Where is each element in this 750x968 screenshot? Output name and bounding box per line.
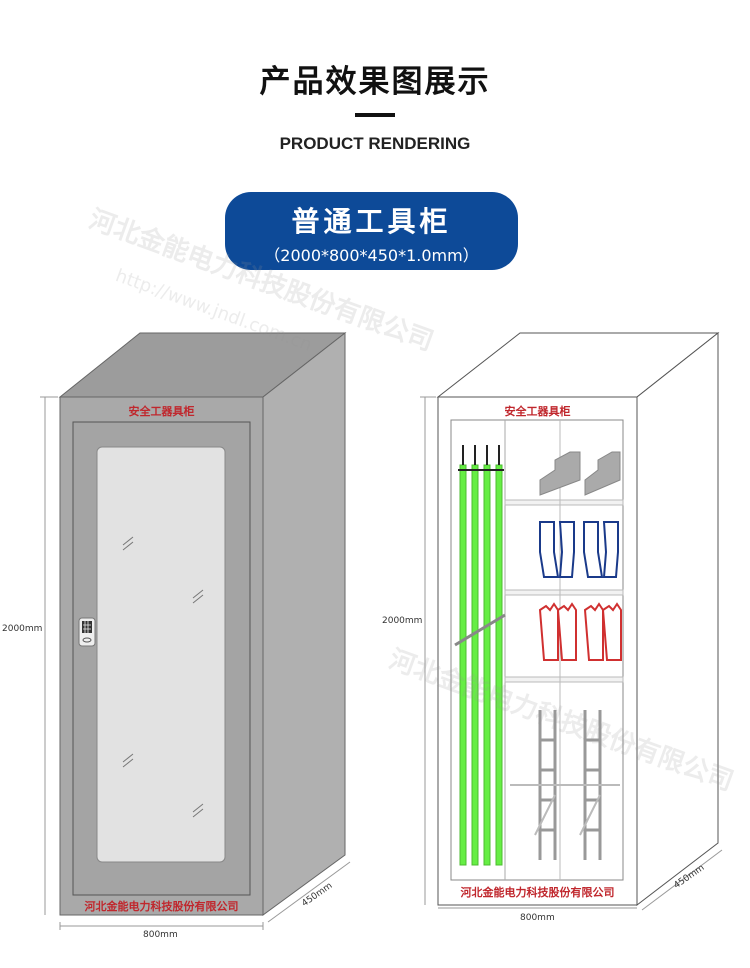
product-badge: 普通工具柜 （2000*800*450*1.0mm） xyxy=(225,192,518,270)
product-spec: （2000*800*450*1.0mm） xyxy=(264,246,479,265)
keypad-lock-icon xyxy=(78,617,96,647)
right-width-dim: 800mm xyxy=(520,913,555,923)
left-cabinet xyxy=(40,331,351,930)
page-title: 产品效果图展示 xyxy=(259,64,491,100)
insulated-gloves-icon xyxy=(538,602,622,661)
product-name: 普通工具柜 xyxy=(291,205,452,238)
page-subtitle: PRODUCT RENDERING xyxy=(279,134,471,153)
left-height-dim: 2000mm xyxy=(2,624,43,634)
step-stool-icon xyxy=(539,451,621,496)
title-underline xyxy=(355,113,395,117)
right-cabinet xyxy=(420,331,723,911)
left-cabinet-company: 河北金能电力科技股份有限公司 xyxy=(84,900,239,913)
insulated-boots-icon xyxy=(539,521,619,578)
right-height-dim: 2000mm xyxy=(382,616,423,626)
left-cabinet-label: 安全工器具柜 xyxy=(128,405,195,418)
right-cabinet-label: 安全工器具柜 xyxy=(504,405,571,418)
left-width-dim: 800mm xyxy=(143,930,178,940)
right-cabinet-company: 河北金能电力科技股份有限公司 xyxy=(460,886,615,899)
grounding-rods-icon xyxy=(454,445,506,866)
ladder-icon xyxy=(510,710,620,860)
